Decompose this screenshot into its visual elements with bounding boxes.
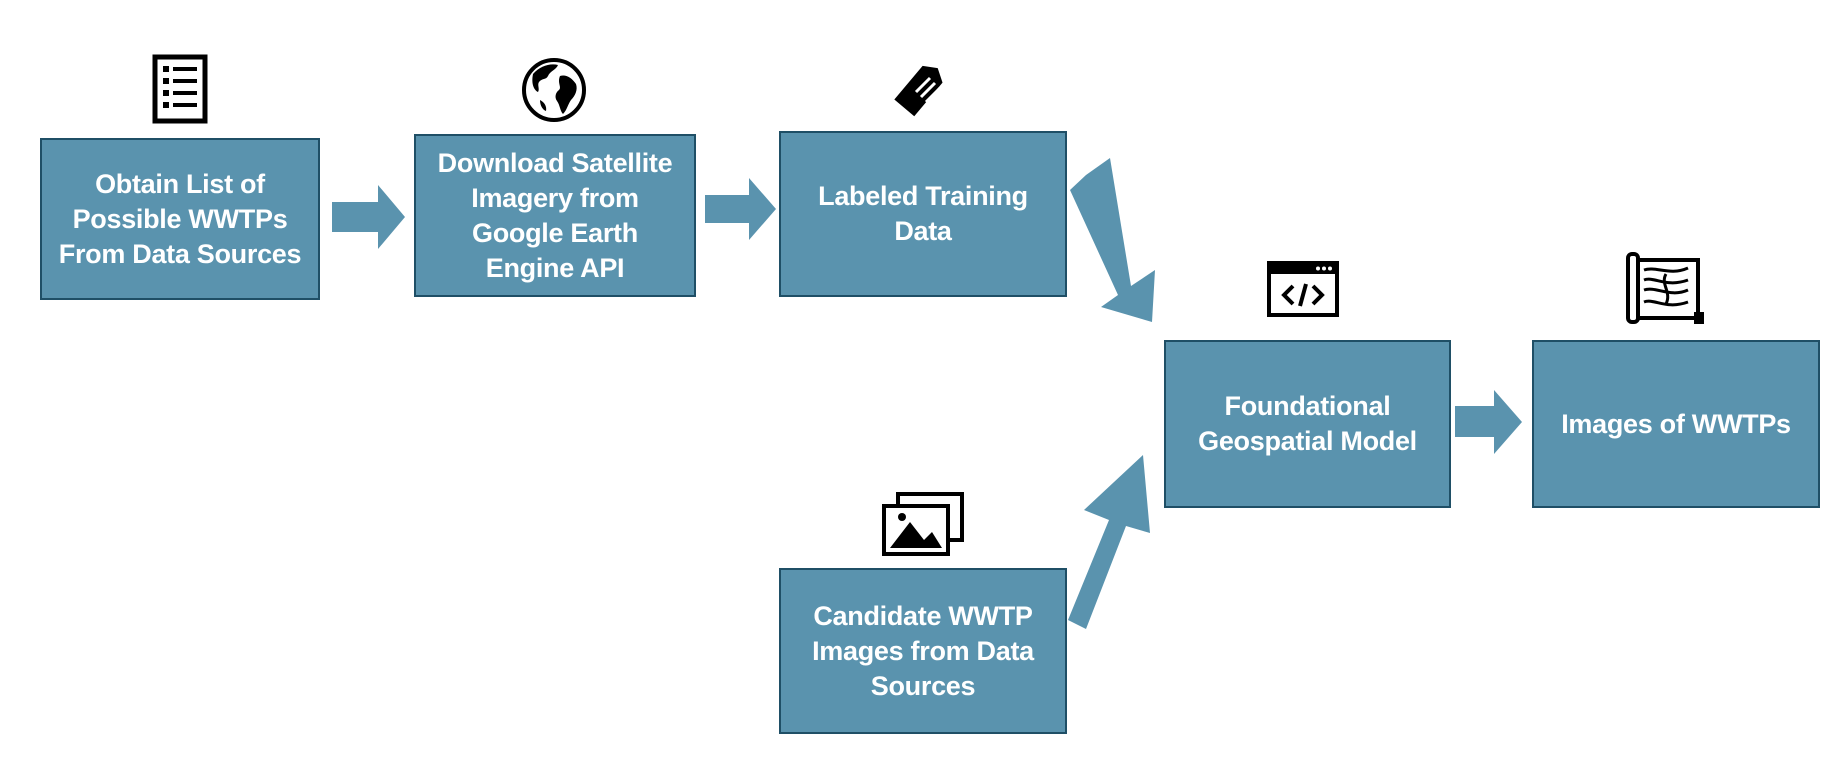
tag-icon <box>894 65 943 117</box>
node-obtain-list-label: Obtain List of Possible WWTPs From Data … <box>58 168 302 269</box>
arrow-labeled-to-model <box>1070 158 1155 322</box>
node-labeled-training: Labeled Training Data <box>779 131 1067 297</box>
globe-icon <box>522 58 586 122</box>
checklist-icon <box>152 54 208 124</box>
image-gallery-icon <box>882 492 964 556</box>
node-candidate-images-label: Candidate WWTP Images from Data Sources <box>812 600 1034 701</box>
node-labeled-training-label: Labeled Training Data <box>818 181 1028 246</box>
node-candidate-images: Candidate WWTP Images from Data Sources <box>779 568 1067 734</box>
node-foundational-model: Foundational Geospatial Model <box>1164 340 1451 508</box>
arrow-candidate-to-model <box>1068 455 1150 629</box>
map-scroll-icon <box>1626 252 1704 324</box>
arrow-download-to-labeled <box>705 178 776 240</box>
node-wwtp-images: Images of WWTPs <box>1532 340 1820 508</box>
arrow-obtain-to-download <box>332 185 405 249</box>
node-obtain-list: Obtain List of Possible WWTPs From Data … <box>40 138 320 300</box>
node-foundational-model-label: Foundational Geospatial Model <box>1198 391 1417 456</box>
node-download-imagery-label: Download Satellite Imagery from Google E… <box>437 147 673 283</box>
code-window-icon <box>1267 261 1339 317</box>
node-download-imagery: Download Satellite Imagery from Google E… <box>414 134 696 297</box>
node-wwtp-images-label: Images of WWTPs <box>1561 408 1791 439</box>
arrow-model-to-images <box>1455 390 1522 454</box>
